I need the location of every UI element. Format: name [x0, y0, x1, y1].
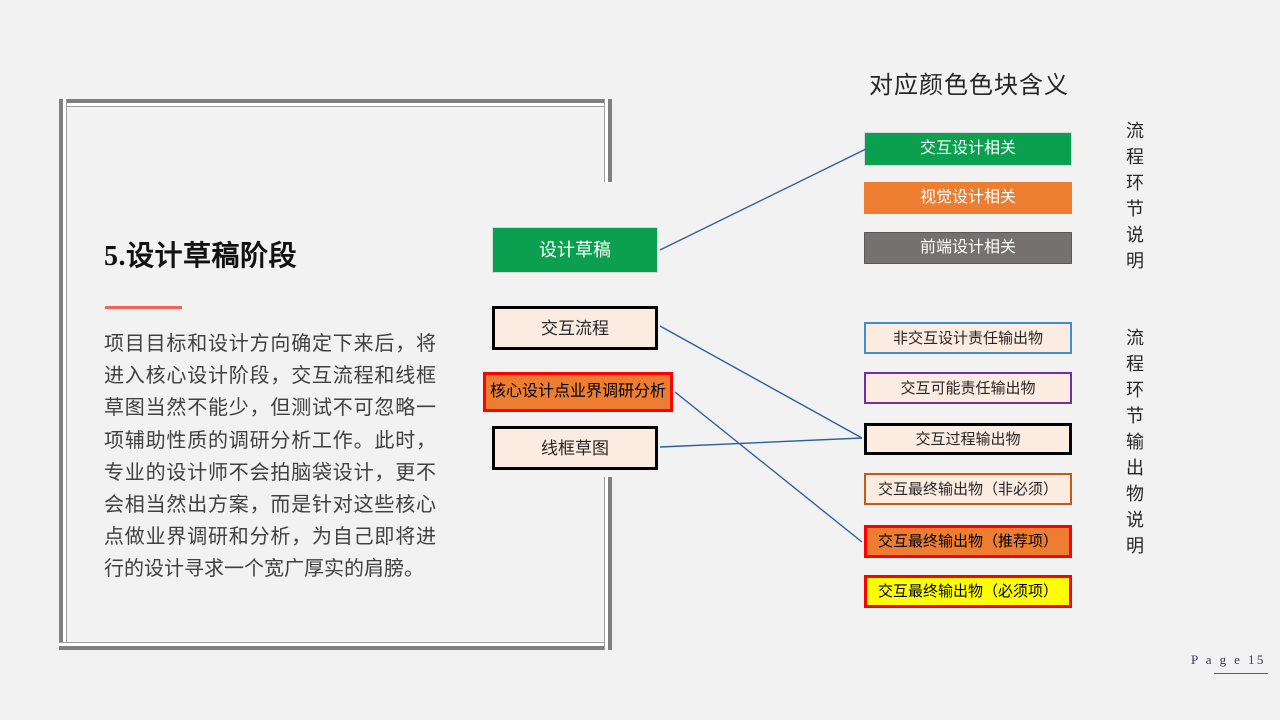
legend-output-non-interaction-responsibility[interactable]: 非交互设计责任输出物 — [864, 322, 1072, 354]
frame-border-right-upper — [608, 99, 612, 182]
vertical-label-process-output: 流程环节输出物说明 — [1126, 328, 1144, 556]
legend-color-frontend-design[interactable]: 前端设计相关 — [864, 232, 1072, 264]
connector-flow-to-process-output — [659, 325, 863, 439]
legend-output-final-required[interactable]: 交互最终输出物（必须项） — [864, 575, 1072, 608]
page-number-rule — [1214, 673, 1268, 674]
legend-output-final-recommended[interactable]: 交互最终输出物（推荐项） — [864, 525, 1072, 558]
connector-wireframe-to-process-output — [659, 437, 863, 448]
frame-border-top — [59, 99, 612, 103]
frame-border-left — [59, 99, 63, 650]
frame-border-bottom — [59, 646, 612, 650]
flow-box-core-design-research[interactable]: 核心设计点业界调研分析 — [483, 372, 673, 412]
section-body-text: 项目目标和设计方向确定下来后，将进入核心设计阶段，交互流程和线框草图当然不能少，… — [104, 333, 436, 581]
legend-color-visual-design[interactable]: 视觉设计相关 — [864, 182, 1072, 214]
legend-color-interaction-design[interactable]: 交互设计相关 — [864, 132, 1072, 166]
frame-border-right-lower — [608, 477, 612, 650]
page-number: P a g e 15 — [1191, 652, 1266, 667]
flow-box-design-draft[interactable]: 设计草稿 — [492, 227, 658, 273]
section-divider — [105, 306, 182, 309]
right-panel-heading: 对应颜色色块含义 — [869, 73, 1069, 99]
connector-draft-to-interaction-color — [659, 148, 867, 251]
flow-box-wireframe-draft[interactable]: 线框草图 — [492, 426, 658, 470]
section-title: 5.设计草稿阶段 — [104, 241, 298, 272]
connector-core-to-recommended-output — [674, 391, 863, 543]
flow-box-interaction-flow[interactable]: 交互流程 — [492, 306, 658, 350]
vertical-label-process-stage: 流程环节说明 — [1126, 121, 1144, 271]
legend-output-possible-responsibility[interactable]: 交互可能责任输出物 — [864, 372, 1072, 404]
legend-output-process[interactable]: 交互过程输出物 — [864, 423, 1072, 455]
legend-output-final-optional[interactable]: 交互最终输出物（非必须） — [864, 473, 1072, 505]
